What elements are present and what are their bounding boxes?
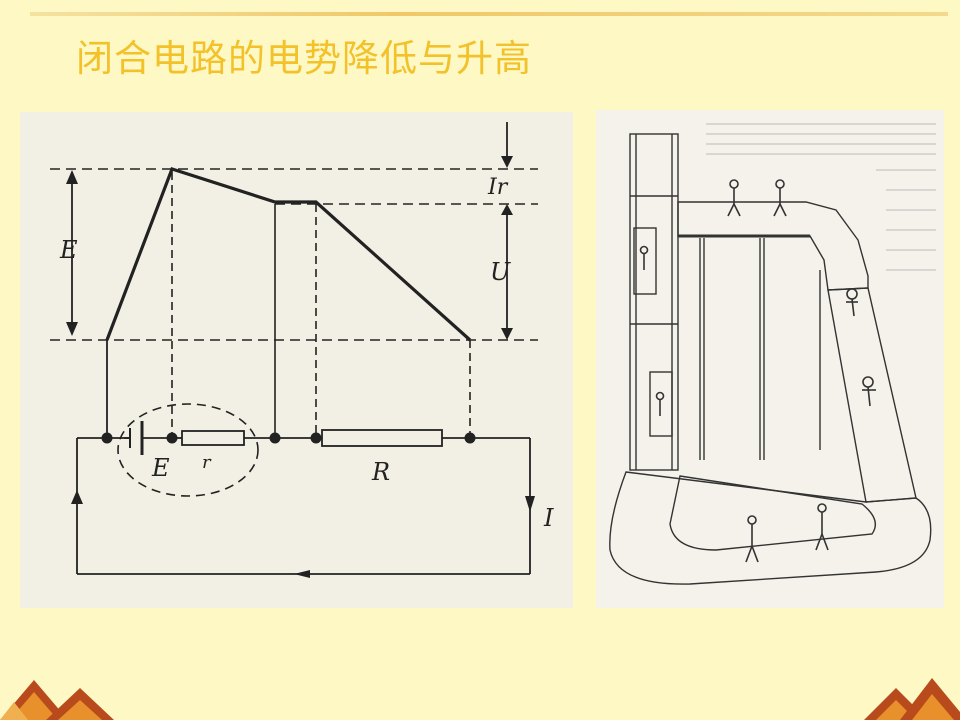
u-label: U [490, 258, 511, 286]
resistor-symbol-icon [181, 430, 245, 446]
external-r-label: R [371, 458, 390, 486]
internal-r-label: r [202, 452, 212, 473]
person-top-1 [727, 179, 741, 217]
elevator-car-lower [649, 371, 673, 437]
source-e-label: E [151, 454, 170, 482]
slide-title: 闭合电路的电势降低与升高 [76, 37, 532, 80]
external-resistor-icon [321, 429, 443, 447]
person-bottom-2 [815, 503, 829, 551]
potential-curve [105, 167, 472, 342]
person-top-2 [773, 179, 787, 217]
circuit-potential-diagram: E E r R Ir U I [20, 112, 573, 608]
elevator-car-upper [633, 227, 657, 295]
emf-label: E [59, 236, 78, 264]
ir-label: Ir [487, 175, 509, 200]
analogy-illustration [596, 110, 944, 608]
circuit-svg: E E r R Ir U I [50, 122, 554, 578]
person-slide-2 [862, 376, 876, 407]
current-label: I [543, 504, 554, 532]
corner-decoration-right [864, 678, 960, 720]
person-slide-1 [846, 288, 858, 317]
upper-walkway [677, 201, 869, 291]
slide-ramp [827, 287, 917, 503]
elevator-shaft [629, 133, 679, 471]
person-bottom-1 [745, 515, 759, 563]
source-boundary [117, 403, 259, 497]
analogy-svg [609, 123, 936, 585]
arrow-icon [66, 170, 78, 184]
person-elevator-lower [655, 391, 665, 416]
battery-symbol-icon [124, 421, 170, 455]
lower-track [609, 471, 932, 585]
person-elevator-upper [639, 245, 649, 270]
corner-decoration-left [0, 680, 114, 720]
top-rule [30, 12, 948, 16]
